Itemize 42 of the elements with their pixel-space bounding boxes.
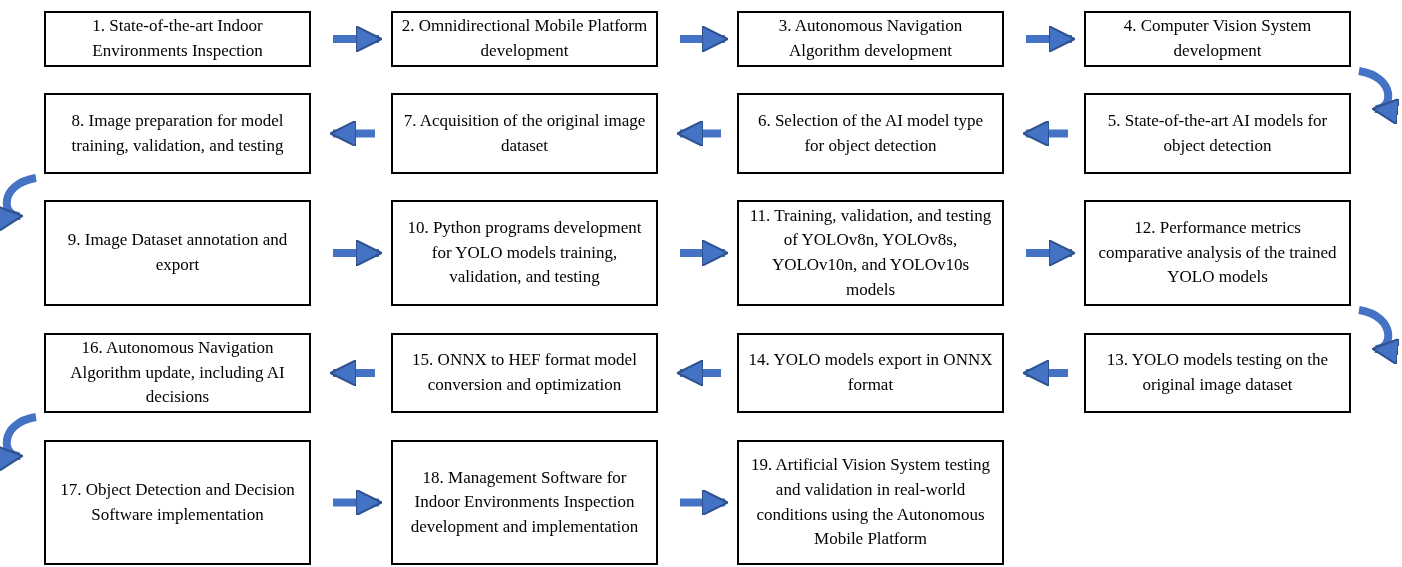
step-text: 5. State-of-the-art AI models for object detection bbox=[1106, 109, 1329, 157]
step-text: 17. Object Detection and Decision Software implementation bbox=[59, 478, 296, 526]
step-text: 3. Autonomous Navigation Algorithm development bbox=[777, 15, 964, 62]
process-box bbox=[737, 11, 1004, 67]
step-text: 8. Image preparation for model training, validation, and testing bbox=[70, 109, 285, 157]
process-box bbox=[391, 333, 658, 413]
step-text: 2. Omnidirectional Mobile Platform development bbox=[401, 15, 648, 62]
process-box bbox=[391, 440, 658, 565]
step-text: 15. ONNX to HEF format model conversion and optimization bbox=[411, 349, 638, 396]
process-box bbox=[391, 200, 658, 306]
step-text: 9. Image Dataset annotation and export bbox=[66, 229, 289, 276]
process-box bbox=[44, 93, 311, 174]
process-box bbox=[44, 440, 311, 565]
step-text: 4. Computer Vision System development bbox=[1122, 15, 1313, 62]
arrow bbox=[1358, 306, 1400, 362]
process-box bbox=[44, 11, 311, 67]
step-text: 19. Artificial Vision System testing and validation in real-world conditions using the Autonomous Mobile Platform bbox=[750, 454, 991, 551]
process-box bbox=[1084, 333, 1351, 413]
process-box bbox=[737, 333, 1004, 413]
arrow bbox=[1358, 67, 1400, 122]
process-box bbox=[737, 440, 1004, 565]
step-text: 11. Training, validation, and testing of YOLOv8n, YOLOv8s, YOLOv10n, and YOLOv10s models bbox=[748, 204, 993, 301]
step-text: 12. Performance metrics comparative analysis of the trained YOLO models bbox=[1097, 217, 1338, 289]
step-text: 1. State-of-the-art Indoor Environments Inspection bbox=[91, 15, 264, 62]
process-box bbox=[391, 11, 658, 67]
step-text: 7. Acquisition of the original image dataset bbox=[402, 109, 647, 157]
process-box bbox=[737, 200, 1004, 306]
step-text: 14. YOLO models export in ONNX format bbox=[747, 349, 994, 396]
process-box bbox=[1084, 93, 1351, 174]
step-text: 6. Selection of the AI model type for object detection bbox=[756, 109, 985, 157]
process-box bbox=[737, 93, 1004, 174]
process-box bbox=[1084, 200, 1351, 306]
step-text: 10. Python programs development for YOLO models training, validation, and testing bbox=[406, 217, 643, 289]
step-text: 18. Management Software for Indoor Environments Inspection development and implementation bbox=[409, 466, 640, 538]
step-text: 16. Autonomous Navigation Algorithm update, including AI decisions bbox=[69, 337, 286, 409]
process-box bbox=[1084, 11, 1351, 67]
arrow bbox=[0, 174, 37, 229]
process-box bbox=[44, 333, 311, 413]
process-box bbox=[44, 200, 311, 306]
arrow bbox=[0, 413, 37, 469]
step-text: 13. YOLO models testing on the original image dataset bbox=[1105, 349, 1330, 396]
process-box bbox=[391, 93, 658, 174]
